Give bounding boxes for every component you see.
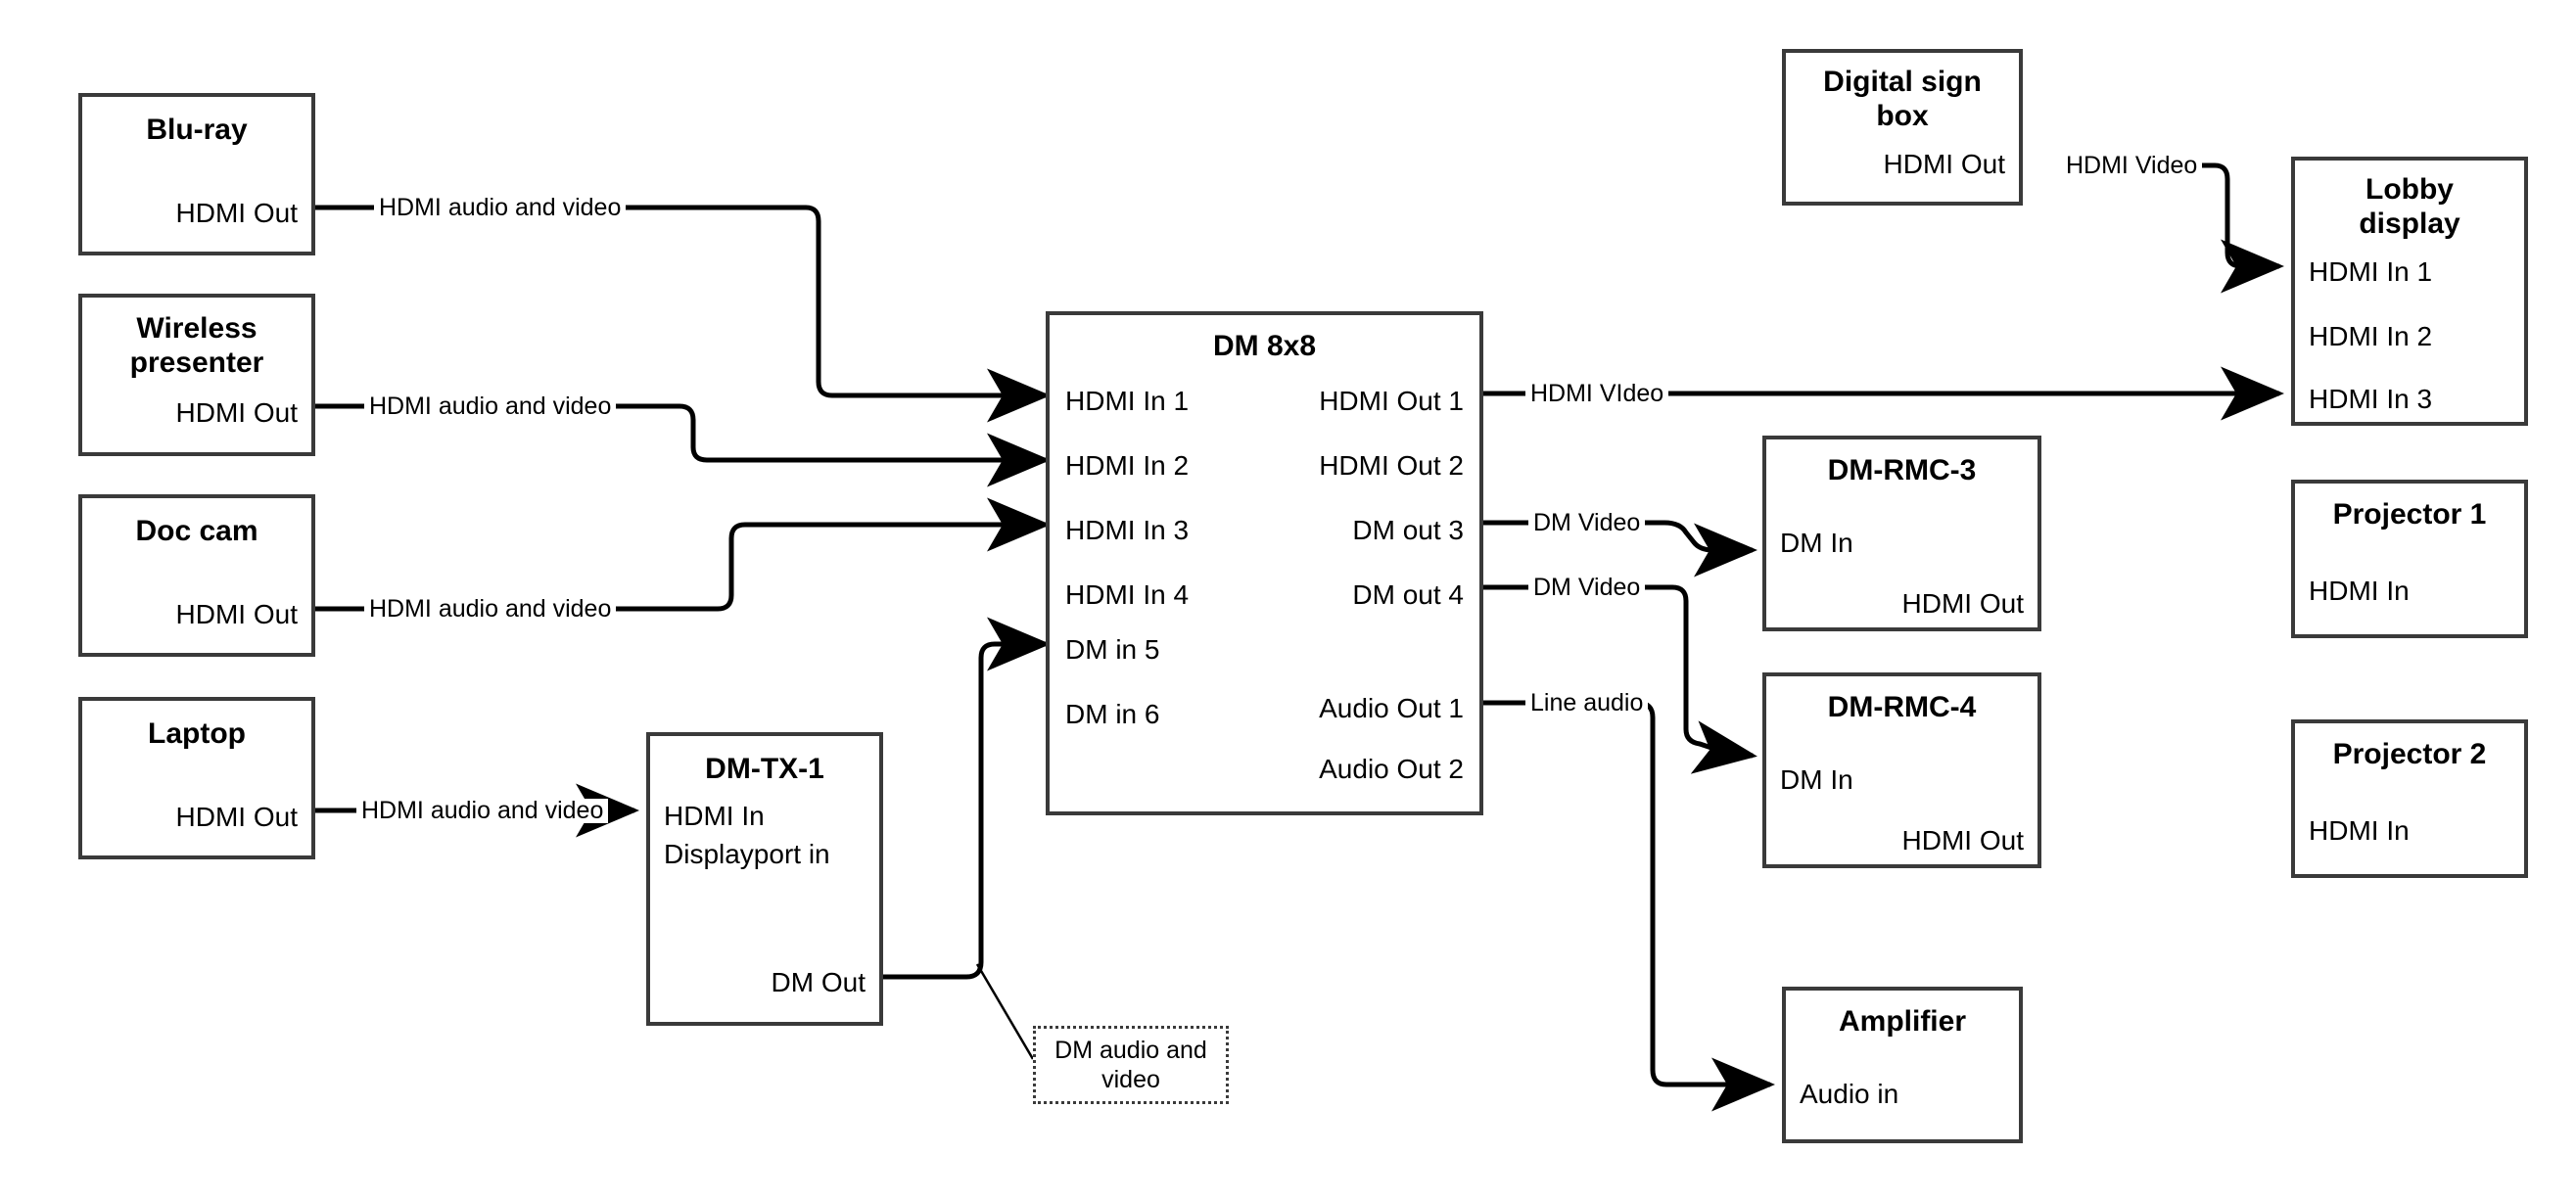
wire-audioout1-to-amplifier [1483, 700, 1775, 1112]
node-title: DM-RMC-4 [1827, 691, 1977, 723]
node-title-line2: display [2359, 208, 2460, 241]
node-title-line1: Digital sign [1823, 66, 1982, 98]
port-audio-out-1[interactable]: Audio Out 1 [1319, 693, 1464, 723]
port-hdmi-out[interactable]: HDMI Out [175, 198, 298, 228]
wire-label-bluray: HDMI audio and video [374, 196, 627, 220]
port-displayport-in[interactable]: Displayport in [664, 839, 830, 869]
node-title: Blu-ray [146, 114, 248, 146]
node-title-line2: presenter [129, 346, 264, 380]
port-hdmi-out[interactable]: HDMI Out [175, 802, 298, 832]
wire-label-signbox: HDMI Video [2061, 154, 2203, 178]
wire-label-laptop: HDMI audio and video [356, 799, 609, 823]
node-title: Projector 1 [2332, 498, 2487, 531]
port-hdmi-out[interactable]: HDMI Out [175, 599, 298, 629]
wire-label-dmout4: DM Video [1528, 576, 1646, 600]
node-digital-sign-box[interactable]: Digital sign box HDMI Out [1782, 49, 2023, 206]
port-hdmi-in[interactable]: HDMI In [2309, 576, 2410, 606]
wire-label-audioout1: Line audio [1525, 691, 1649, 716]
callout-leader-line [975, 963, 1035, 1060]
port-dm-in[interactable]: DM In [1780, 528, 1853, 558]
port-hdmi-out[interactable]: HDMI Out [1901, 825, 2024, 855]
node-projector-1[interactable]: Projector 1 HDMI In [2291, 480, 2528, 638]
port-hdmi-in-1[interactable]: HDMI In 1 [1065, 386, 1190, 416]
port-hdmi-in[interactable]: HDMI In [2309, 815, 2410, 846]
port-dm-out-4[interactable]: DM out 4 [1352, 579, 1464, 610]
node-title: DM 8x8 [1212, 330, 1317, 362]
port-hdmi-in-4[interactable]: HDMI In 4 [1065, 579, 1190, 610]
port-audio-in[interactable]: Audio in [1800, 1079, 1899, 1109]
wire-label-doccam: HDMI audio and video [364, 597, 617, 622]
port-dm-out-3[interactable]: DM out 3 [1352, 515, 1464, 545]
node-title-line1: Wireless [136, 312, 258, 345]
port-dm-in-6[interactable]: DM in 6 [1065, 699, 1160, 729]
node-dm-tx-1[interactable]: DM-TX-1 HDMI In Displayport in DM Out [646, 732, 883, 1026]
node-title: Projector 2 [2332, 738, 2487, 770]
node-lobby-display[interactable]: Lobby display HDMI In 1 HDMI In 2 HDMI I… [2291, 157, 2528, 426]
node-title: DM-TX-1 [705, 753, 824, 785]
node-dm-8x8-body[interactable]: DM 8x8 HDMI In 1 HDMI In 2 HDMI In 3 HDM… [1046, 311, 1483, 815]
port-hdmi-in[interactable]: HDMI In [664, 801, 765, 831]
node-title-line2: box [1876, 100, 1929, 133]
port-dm-in-5[interactable]: DM in 5 [1065, 634, 1160, 665]
node-amplifier[interactable]: Amplifier Audio in [1782, 987, 2023, 1143]
wire-label-dmout3: DM Video [1528, 511, 1646, 535]
port-hdmi-out-2[interactable]: HDMI Out 2 [1319, 450, 1464, 481]
port-dm-in[interactable]: DM In [1780, 764, 1853, 795]
port-hdmi-in-1[interactable]: HDMI In 1 [2309, 256, 2433, 287]
wire-bluray-to-dm8x8 [315, 205, 1051, 423]
callout-text: DM audio and video [1054, 1036, 1207, 1094]
port-hdmi-out[interactable]: HDMI Out [1901, 588, 2024, 619]
node-title-line1: Lobby [2365, 173, 2454, 206]
node-bluray[interactable]: Blu-ray HDMI Out [78, 93, 315, 255]
port-hdmi-in-3[interactable]: HDMI In 3 [1065, 515, 1190, 545]
port-dm-out[interactable]: DM Out [771, 967, 866, 997]
wire-signbox-to-lobby [2189, 162, 2284, 294]
node-doc-cam[interactable]: Doc cam HDMI Out [78, 494, 315, 657]
port-hdmi-out-1[interactable]: HDMI Out 1 [1319, 386, 1464, 416]
node-title: Doc cam [135, 515, 258, 547]
node-wireless-presenter[interactable]: Wireless presenter HDMI Out [78, 294, 315, 456]
wire-dmout4-to-rmc4 [1483, 584, 1757, 774]
port-hdmi-out[interactable]: HDMI Out [1883, 149, 2005, 179]
port-hdmi-in-3[interactable]: HDMI In 3 [2309, 384, 2433, 414]
callout-dm-audio-and-video: DM audio and video [1033, 1026, 1229, 1104]
wire-dmtx1-to-dm8x8 [883, 617, 1051, 980]
node-dm-rmc-3[interactable]: DM-RMC-3 DM In HDMI Out [1762, 436, 2041, 631]
node-title: DM-RMC-3 [1827, 454, 1977, 486]
node-laptop[interactable]: Laptop HDMI Out [78, 697, 315, 859]
port-audio-out-2[interactable]: Audio Out 2 [1319, 754, 1464, 784]
port-hdmi-out[interactable]: HDMI Out [175, 397, 298, 428]
node-title: Laptop [148, 717, 246, 750]
node-dm-rmc-4[interactable]: DM-RMC-4 DM In HDMI Out [1762, 672, 2041, 868]
wire-label-wireless: HDMI audio and video [364, 394, 617, 419]
node-title: Amplifier [1838, 1005, 1967, 1038]
port-hdmi-in-2[interactable]: HDMI In 2 [2309, 321, 2433, 351]
node-projector-2[interactable]: Projector 2 HDMI In [2291, 719, 2528, 878]
port-hdmi-in-2[interactable]: HDMI In 2 [1065, 450, 1190, 481]
wire-label-hdmiout1: HDMI VIdeo [1525, 382, 1669, 406]
